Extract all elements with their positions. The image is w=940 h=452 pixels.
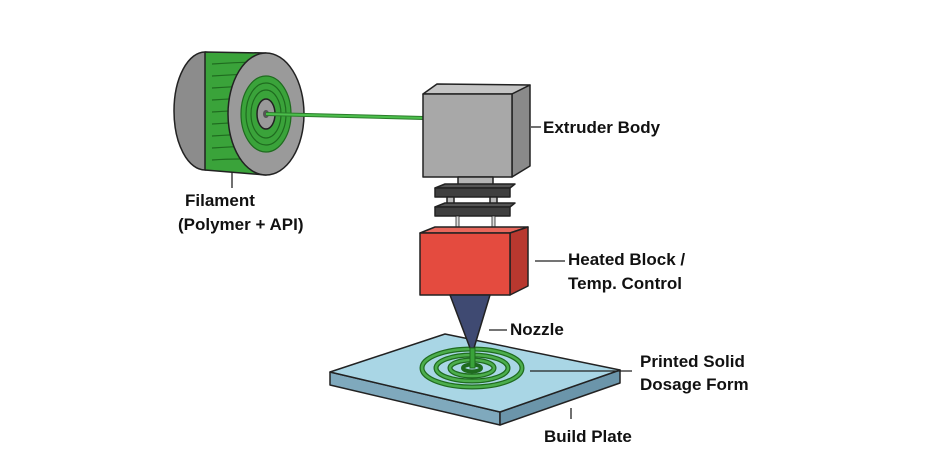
filament-label: Filament bbox=[185, 191, 255, 210]
temp-control-label: Temp. Control bbox=[568, 274, 682, 293]
heated-block bbox=[419, 226, 529, 296]
filament-sublabel: (Polymer + API) bbox=[178, 215, 304, 234]
nozzle bbox=[449, 294, 491, 369]
extruder-body bbox=[422, 83, 531, 231]
dosage-form-label: Dosage Form bbox=[640, 375, 749, 394]
build-plate-label: Build Plate bbox=[544, 427, 632, 446]
printed-solid-label: Printed Solid bbox=[640, 352, 745, 371]
nozzle-label: Nozzle bbox=[510, 320, 564, 339]
extruder-body-label: Extruder Body bbox=[543, 118, 661, 137]
heated-block-label: Heated Block / bbox=[568, 250, 685, 269]
